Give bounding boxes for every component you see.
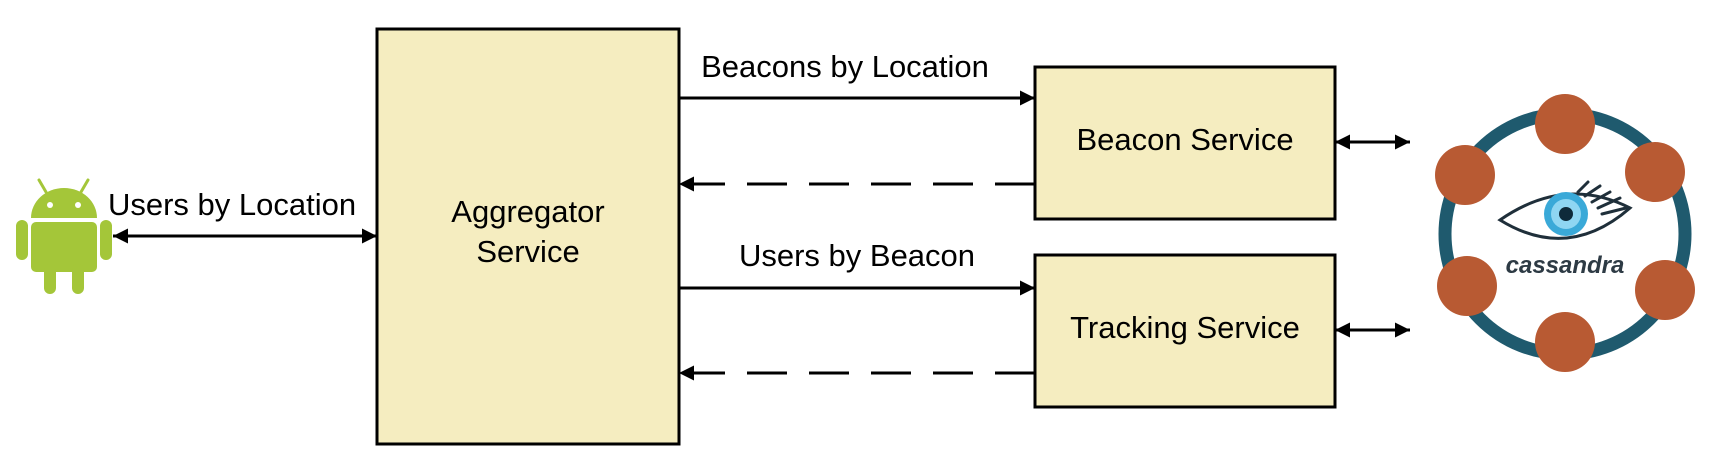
android-icon: [16, 178, 112, 294]
cassandra-node: [1435, 145, 1495, 205]
tracking-service-node: Tracking Service: [1033, 253, 1337, 409]
cassandra-node: [1625, 142, 1685, 202]
users-by-location-label: Users by Location: [108, 187, 356, 222]
aggregator-label-line1: Aggregator: [451, 194, 604, 229]
cassandra-logo: cassandra: [1435, 94, 1695, 372]
cassandra-node: [1437, 256, 1497, 316]
eye-icon: [1497, 180, 1633, 240]
beacon-service-node: Beacon Service: [1033, 65, 1337, 221]
aggregator-label-line2: Service: [476, 234, 579, 269]
aggregator-service-node: Aggregator Service: [375, 27, 681, 446]
tracking-service-label: Tracking Service: [1070, 310, 1300, 345]
cassandra-wordmark: cassandra: [1506, 252, 1625, 279]
users-by-beacon-label: Users by Beacon: [739, 238, 975, 273]
cassandra-node: [1535, 312, 1595, 372]
cassandra-node: [1635, 260, 1695, 320]
beacon-service-label: Beacon Service: [1076, 122, 1293, 157]
cassandra-node: [1535, 94, 1595, 154]
beacons-by-location-label: Beacons by Location: [701, 49, 989, 84]
